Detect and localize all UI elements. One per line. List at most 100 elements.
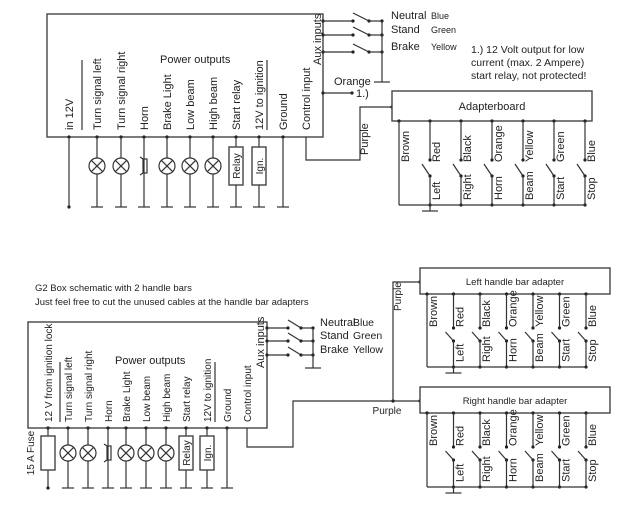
lamp-cross — [119, 446, 133, 460]
switch-contact — [584, 445, 588, 449]
aux-switch-name: Brake — [320, 344, 349, 356]
lamp-icon — [59, 444, 77, 462]
terminal-dot — [350, 91, 354, 95]
footnote-text: 1.) 12 Volt output for low — [471, 44, 585, 56]
switch-contact — [557, 326, 562, 330]
control-box — [46, 13, 324, 138]
column-label: Brake Light — [122, 371, 133, 422]
switch-label: Right — [481, 456, 493, 482]
column-label: Brake Light — [162, 74, 174, 130]
wire-color-label: Red — [455, 307, 467, 327]
column-label: Low beam — [142, 376, 153, 422]
purple-wire-label: Purple — [359, 123, 371, 155]
switch-contact — [521, 158, 525, 162]
column-label: Turn signal left — [64, 357, 75, 422]
switch-contact — [504, 445, 509, 449]
wire-color-label: Blue — [587, 305, 599, 327]
wire-color-label: Yellow — [534, 296, 546, 327]
lamp-icon — [157, 444, 175, 462]
switch-contact — [531, 326, 535, 330]
switch-blade — [524, 331, 534, 342]
wire-color-label: Orange — [508, 290, 520, 327]
column-label: 12V to ignition — [203, 359, 214, 422]
horn-body — [106, 445, 112, 461]
wire-color-label: Green — [555, 131, 567, 162]
power-outputs-title: Power outputs — [115, 355, 186, 367]
wire-color-label: Brown — [400, 131, 412, 162]
wire-color-label: Black — [481, 419, 493, 446]
adapter-title: Left handle bar adapter — [466, 277, 564, 288]
switch-blade — [483, 163, 493, 177]
adapter-title: Adapterboard — [459, 101, 526, 113]
aux-switch-name: Brake — [391, 41, 420, 53]
switch-contact — [459, 158, 463, 162]
switch-label: Left — [455, 464, 467, 482]
switch-contact — [351, 33, 355, 37]
wire-color-label: Orange — [508, 409, 520, 446]
schematic-heading: G2 Box schematic with 2 handle bars — [35, 283, 192, 294]
relay-box-label: Relay — [232, 153, 243, 179]
control-purple-wire — [246, 400, 420, 448]
ignition-box-label: Ign. — [203, 445, 214, 462]
switch-blade — [498, 450, 507, 461]
switch-blade — [352, 43, 370, 53]
switch-blade — [287, 319, 302, 329]
lamp-cross — [183, 159, 197, 173]
switch-label: Start — [561, 459, 573, 482]
column-label: Control input — [243, 365, 254, 422]
switch-blade — [287, 332, 302, 342]
wire-color-label: Yellow — [524, 131, 536, 162]
switch-blade — [445, 331, 454, 342]
footnote-ref: 1.) — [356, 88, 369, 100]
adapter-box — [419, 386, 611, 414]
switch-contact — [583, 158, 587, 162]
wire-color-label: Blue — [586, 140, 598, 162]
switch-contact — [557, 445, 562, 449]
switch-blade — [287, 346, 302, 356]
aux-switch-color: Yellow — [353, 344, 383, 356]
switch-contact — [451, 445, 456, 449]
lamp-cross — [90, 159, 104, 173]
aux-switch-color: Green — [431, 25, 456, 35]
switch-contact — [531, 445, 535, 449]
lamp-icon — [112, 157, 130, 175]
switch-blade — [577, 450, 587, 461]
switch-blade — [514, 163, 524, 177]
column-label: Low beam — [185, 79, 197, 130]
switch-blade — [352, 12, 370, 22]
switch-contact — [286, 339, 290, 343]
lamp-cross — [61, 446, 75, 460]
switch-label: Horn — [508, 458, 520, 482]
switch-label: Beam — [534, 333, 546, 362]
relay-box-label: Relay — [182, 440, 193, 466]
switch-contact — [286, 326, 290, 330]
switch-label: Start — [555, 177, 567, 200]
switch-contact — [504, 326, 509, 330]
switch-label: Stop — [587, 339, 599, 362]
switch-contact — [478, 326, 482, 330]
wire-color-label: Brown — [428, 415, 440, 446]
switch-blade — [452, 163, 462, 177]
lamp-cross — [114, 159, 128, 173]
adapter-title: Right handle bar adapter — [463, 396, 568, 407]
aux-switch-color: Blue — [353, 317, 374, 329]
aux-inputs-label: Aux inputs — [312, 13, 324, 65]
horn-flare — [103, 459, 108, 463]
switch-contact — [351, 19, 355, 23]
column-label: in 12V — [64, 98, 76, 130]
column-label: High beam — [208, 77, 220, 130]
switch-label: Stop — [586, 177, 598, 200]
switch-contact — [490, 158, 494, 162]
switch-label: Horn — [508, 338, 520, 362]
footnote-text: start relay, not protected! — [471, 70, 586, 82]
aux-switch-color: Yellow — [431, 42, 457, 52]
horn-icon — [139, 156, 148, 176]
switch-contact — [584, 326, 588, 330]
switch-blade — [576, 163, 586, 177]
lamp-icon — [137, 444, 155, 462]
wire-color-label: Black — [481, 300, 493, 327]
switch-blade — [471, 331, 481, 342]
wire-color-label: Orange — [493, 125, 505, 162]
